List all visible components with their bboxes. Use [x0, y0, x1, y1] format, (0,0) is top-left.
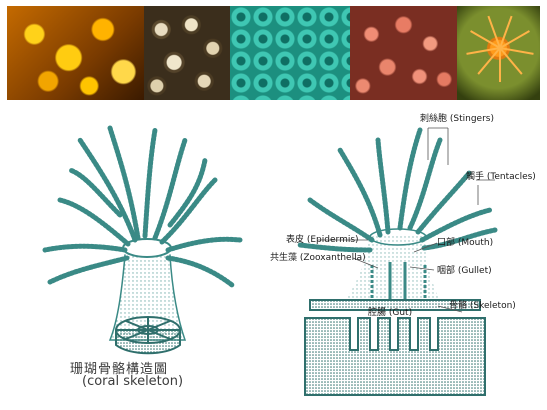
coral-photo-red [350, 6, 457, 100]
coral-photo-strip [7, 6, 540, 100]
label-gut: 腔腸 (Gut) [368, 308, 412, 319]
label-stingers: 刺絲胞 (Stingers) [420, 114, 494, 125]
coral-photo-brown [144, 6, 230, 100]
coral-photo-orange [457, 6, 540, 100]
label-mouth: 口部 (Mouth) [437, 238, 493, 249]
label-tentacles: 觸手 (Tentacles) [466, 172, 536, 183]
label-gullet: 咽部 (Gullet) [437, 266, 492, 277]
right-coral-polyp [300, 130, 495, 250]
label-epidermis: 表皮 (Epidermis) [286, 235, 359, 246]
label-skeleton: 骨骼 (Skeleton) [449, 301, 516, 312]
coral-photo-yellow [7, 6, 144, 100]
left-diagram-title-en: (coral skeleton) [82, 374, 183, 389]
coral-photo-green [230, 6, 350, 100]
label-zooxanthella: 共生藻 (Zooxanthella) [270, 253, 366, 264]
